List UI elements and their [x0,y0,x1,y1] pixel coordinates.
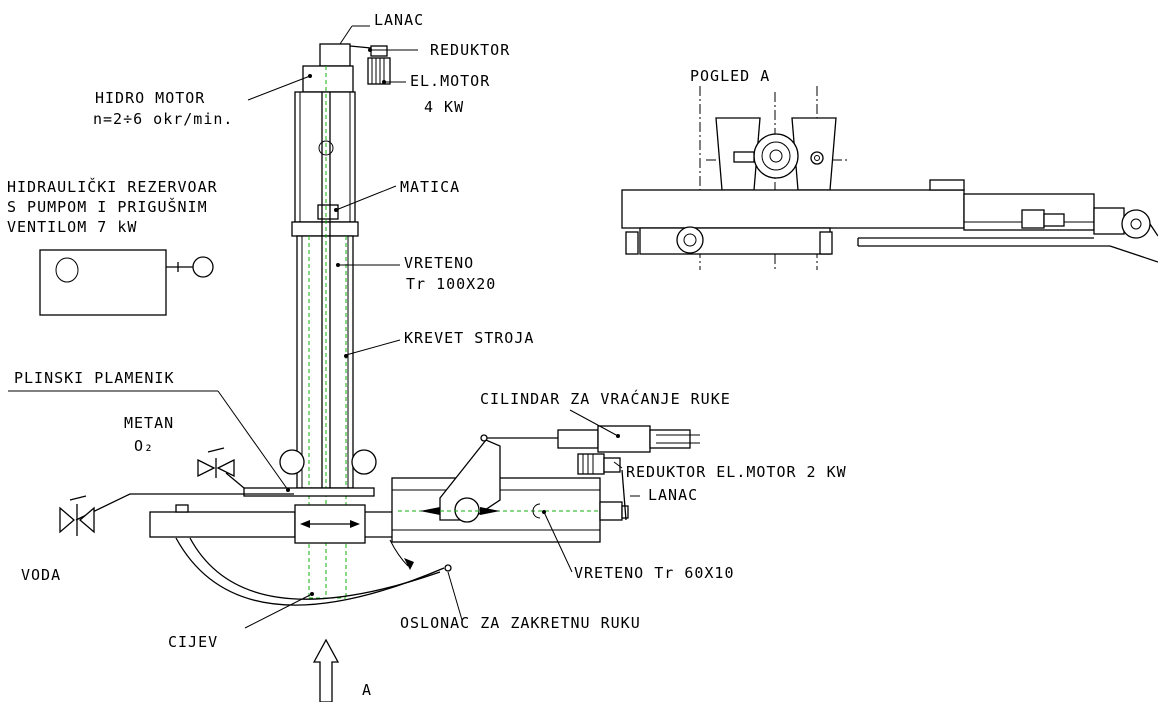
label-vreteno-main: VRETENO [404,254,474,272]
label-lanac-top: LANAC [374,11,424,29]
top-motor-group [349,45,391,85]
base-and-burner [59,447,375,536]
hole-marker [318,140,334,156]
view-arrow-a [312,638,340,702]
burner-plate [243,487,375,497]
label-pogled: POGLED A [690,67,770,85]
reductor-top [370,45,388,57]
label-view-arrow: A [362,681,372,699]
pipe-inner [189,537,441,600]
nut [317,204,339,220]
label-rezervoar-3: VENTILOM 7 kW [7,218,137,236]
cylinder-rear [557,429,599,449]
label-oslonac: OSLONAC ZA ZAKRETNU RUKU [400,614,641,632]
labels: LANAC REDUKTOR EL.MOTOR 4 KW HIDRO MOTOR… [7,11,847,699]
el-motor-top [367,57,391,85]
voda-valve-right [79,506,95,534]
label-voda: VODA [21,566,61,584]
arm-left-plate [149,511,296,538]
view-lower-frame [639,227,831,255]
view-a [621,86,1158,270]
label-vreteno-arm: VRETENO Tr 60X10 [574,564,735,582]
reductor-bottom [577,453,605,475]
label-vreteno-main-size: Tr 100X20 [406,275,496,293]
label-hidro-motor: HIDRO MOTOR [95,89,205,107]
metan-valve-left [197,458,216,478]
label-o2: O₂ [134,437,154,455]
arrow-a [312,638,340,702]
voda-valve-left [59,506,75,534]
view-pivot [1121,209,1151,239]
tank-gauge [55,257,79,283]
view-roller [753,133,799,179]
label-reduktor-top: REDUKTOR [430,41,510,59]
cylinder-rod-end [649,429,691,449]
label-hidro-motor-rpm: n=2÷6 okr/min. [93,110,233,128]
wheel-right [351,449,377,475]
label-el-motor-power: 4 KW [424,98,464,116]
label-lanac-bottom: LANAC [648,486,698,504]
label-reduktor-bottom: REDUKTOR EL.MOTOR 2 KW [626,463,847,481]
hydraulic-tank [39,249,214,316]
leader-lines [8,25,640,629]
label-cilindar: CILINDAR ZA VRAĆANJE RUKE [480,389,731,408]
pipe-outer [175,537,445,606]
label-el-motor-top: EL.MOTOR [410,72,490,90]
label-krevet-stroja: KREVET STROJA [404,329,534,347]
label-cijev: CIJEV [168,633,218,651]
chain-bottom [621,469,627,521]
view-main-plate [621,189,965,229]
tank-body [39,249,167,316]
chain-top [349,45,372,49]
label-rezervoar-1: HIDRAULIČKI REZERVOAR [7,177,218,196]
wheel-left [279,449,305,475]
tank-valve [192,256,214,278]
label-matica: MATICA [400,178,460,196]
column-upper-tube [294,91,356,223]
label-plinski-plamenik: PLINSKI PLAMENIK [14,369,175,387]
lever-pivot [454,497,480,523]
metan-valve-right [216,458,235,478]
machine-column [279,43,377,599]
pipe-arc [175,537,452,606]
hydro-motor-body [302,65,354,93]
label-rezervoar-2: S PUMPOM I PRIGUŠNIM [7,197,208,216]
column-lower-tube [296,235,354,489]
swing-arm [149,434,629,570]
column-flange [291,221,359,237]
label-metan: METAN [124,414,174,432]
top-block [319,43,351,67]
